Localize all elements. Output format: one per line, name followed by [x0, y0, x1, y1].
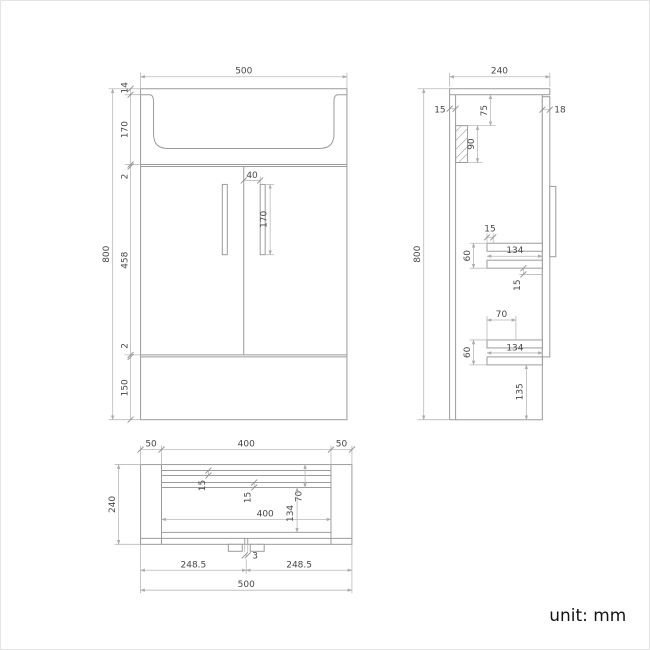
side-door-handle — [549, 185, 557, 258]
side-lower-rail-a — [486, 339, 543, 349]
top-dim-right-panel: 50 — [336, 440, 348, 450]
side-view: 240 800 15 75 90 18 — [413, 66, 566, 421]
top-cabinet-outline — [140, 464, 353, 545]
front-view-geometry — [140, 88, 348, 421]
front-cabinet-outline — [140, 88, 348, 421]
side-dim-overall-depth: 240 — [491, 66, 508, 76]
side-upper-rail-a — [486, 242, 543, 252]
side-view-dimensions: 240 800 15 75 90 18 — [413, 66, 566, 421]
side-dim-overall-height: 800 — [413, 245, 423, 262]
top-view-geometry — [140, 464, 353, 552]
top-dim-door-gap: 3 — [252, 551, 258, 561]
front-dim-plinth-height: 150 — [121, 379, 131, 396]
top-dim-overall-depth: 240 — [108, 496, 118, 513]
front-dim-door-height: 458 — [121, 251, 131, 268]
front-dim-handle-inset: 40 — [246, 171, 258, 181]
side-dim-plinth-clearance: 135 — [515, 383, 525, 400]
front-dim-basin-section-height: 170 — [121, 121, 131, 138]
front-view-dimensions: 500 800 14 170 2 458 2 150 — [102, 66, 348, 424]
front-left-door-handle — [221, 183, 228, 256]
side-dim-lower-rail-depth: 134 — [506, 343, 523, 353]
top-dim-rail-to-front: 134 — [286, 505, 296, 522]
front-dim-countertop-thickness: 14 — [121, 82, 131, 94]
front-right-door-handle — [259, 183, 266, 256]
front-dim-overall-height: 800 — [102, 245, 112, 262]
side-dim-upper-rail-depth: 134 — [506, 246, 523, 256]
side-dim-door-thickness: 18 — [554, 106, 566, 116]
side-dim-upper-rail-setback: 15 — [484, 224, 495, 234]
front-view: 500 800 14 170 2 458 2 150 — [102, 66, 348, 424]
unit-label: unit: mm — [549, 605, 626, 625]
top-dim-overall-width: 500 — [238, 580, 255, 590]
top-dim-back-gap: 15 — [198, 480, 208, 491]
side-countertop — [449, 88, 551, 96]
front-dim-overall-width: 500 — [235, 66, 252, 76]
front-dim-top-gap: 2 — [121, 174, 131, 180]
side-dim-upper-rail-spacing: 60 — [463, 250, 473, 262]
top-dim-left-door-width: 248.5 — [181, 560, 207, 570]
side-back-rail-hatched — [455, 125, 469, 163]
front-dim-handle-length: 170 — [260, 210, 270, 227]
side-dim-back-panel-thickness: 15 — [434, 106, 445, 116]
side-door-panel — [541, 96, 551, 358]
side-upper-rail-b — [486, 259, 543, 269]
top-dim-front-rail-offset: 70 — [295, 490, 305, 502]
side-dim-lower-rail-spacing: 60 — [463, 346, 473, 358]
top-view-dimensions: 50 400 50 240 15 15 70 400 — [108, 440, 356, 594]
side-dim-upper-rail-clearance: 15 — [513, 279, 523, 290]
side-dim-top-rail-offset: 75 — [480, 105, 490, 116]
top-dim-left-panel: 50 — [145, 440, 157, 450]
top-left-handle — [227, 543, 243, 552]
top-view: 50 400 50 240 15 15 70 400 — [108, 440, 356, 594]
top-right-handle — [249, 543, 265, 552]
top-dim-inner-width-top: 400 — [238, 440, 255, 450]
top-dim-back-rail-thickness: 15 — [244, 492, 254, 503]
front-basin-profile — [140, 94, 347, 150]
top-dim-right-door-width: 248.5 — [286, 560, 312, 570]
side-dim-lower-rail-setback: 70 — [496, 310, 508, 320]
top-dim-inner-width: 400 — [257, 509, 274, 519]
side-dim-top-rail-height: 90 — [467, 138, 477, 150]
front-dim-bottom-gap: 2 — [121, 343, 131, 349]
side-lower-rail-b — [486, 356, 543, 366]
